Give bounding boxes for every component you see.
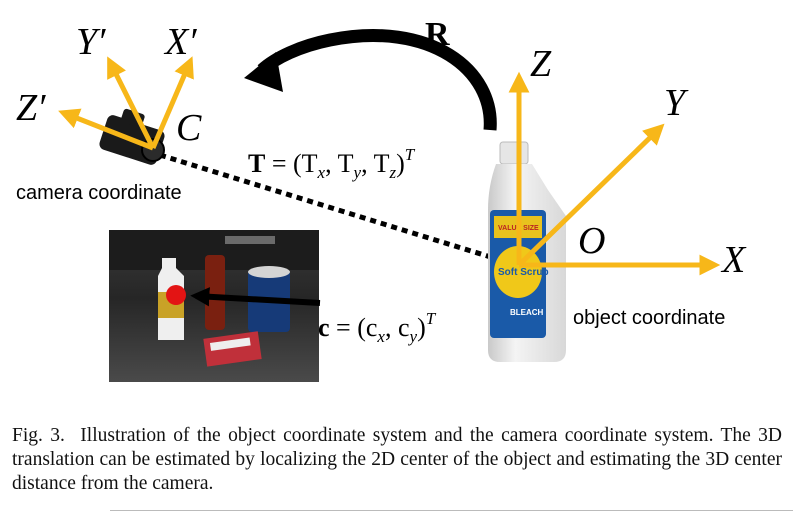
object-y-label: Y [664,82,689,124]
figure-caption: Fig. 3. Illustration of the object coord… [12,424,782,496]
translation-equation: T = (Tx, Ty, Tz)T [248,145,416,182]
coordinate-diagram: R Y′ X′ Z′ C camera coordinate T = (Tx, … [16,16,747,382]
rotation-arrowhead [244,52,283,92]
svg-text:Soft Scrub: Soft Scrub [498,267,549,278]
camera-x-axis [150,56,194,149]
center-equation: c = (cx, cy)T [318,309,437,346]
camera-z-label: Z′ [16,87,46,129]
center-arrow [190,287,321,307]
center-dot [166,285,186,305]
camera-coordinate-label: camera coordinate [16,182,182,204]
rotation-label: R [425,16,450,53]
object-x-label: X [720,239,747,281]
camera-y-label: Y′ [76,21,106,63]
object-coordinate-label: object coordinate [573,307,725,329]
svg-text:BLEACH: BLEACH [510,308,544,317]
camera-y-axis [107,56,156,150]
scene-photo [109,230,319,382]
camera-z-axis [58,108,154,151]
bottle-object: VALUE SIZE Soft Scrub BLEACH [488,141,566,362]
camera-origin-label: C [176,107,202,149]
camera-x-label: X′ [163,21,197,63]
object-z-label: Z [530,43,552,85]
rotation-arc-arrow [257,29,497,131]
object-origin-label: O [578,220,605,262]
caption-text: Illustration of the object coordinate sy… [12,425,783,494]
caption-number: Fig. 3. [12,425,65,446]
divider [110,510,793,511]
object-y-axis [517,123,665,267]
